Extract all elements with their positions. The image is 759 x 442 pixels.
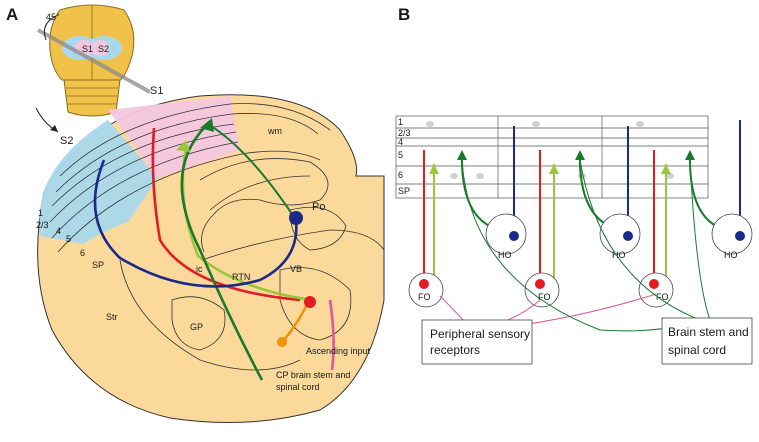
vb-outline xyxy=(279,267,352,341)
box-peripheral-line2: receptors xyxy=(430,343,480,357)
s2-label: S2 xyxy=(60,135,73,147)
brain-top-view-icon xyxy=(37,4,151,117)
panel-a: A 45° S1 S2 xyxy=(6,4,385,423)
angle-label: 45° xyxy=(46,12,60,22)
green-arrow-icon xyxy=(200,118,214,132)
gp-outline xyxy=(171,296,226,351)
s2-region xyxy=(39,120,158,244)
cortical-arrow-icons xyxy=(429,150,695,174)
b-layer-23: 2/3 xyxy=(398,128,411,138)
box-peripheral xyxy=(421,319,533,365)
brain-label-s1: S1 xyxy=(82,44,93,54)
gp-label: GP xyxy=(190,322,203,332)
b-layer-6: 6 xyxy=(398,170,403,180)
panel-b-letter: B xyxy=(398,5,410,24)
fo-cells xyxy=(408,272,674,308)
panel-a-letter: A xyxy=(6,5,18,24)
vb-label: VB xyxy=(290,264,302,274)
cp-label-line1: CP brain stem and xyxy=(276,370,350,380)
ho-label-3: HO xyxy=(724,250,738,260)
ascending-label: Ascending input xyxy=(306,346,371,356)
brain-label-s2: S2 xyxy=(98,44,109,54)
wm-label: wm xyxy=(267,126,282,136)
s1-region xyxy=(108,96,240,178)
afferents xyxy=(439,159,711,332)
box-brainstem-line1: Brain stem and xyxy=(668,325,749,339)
ho-label-2: HO xyxy=(612,250,626,260)
brain-slice xyxy=(37,94,385,423)
b-layer-5: 5 xyxy=(398,150,403,160)
b-layer-4: 4 xyxy=(398,137,403,147)
ho-label-1: HO xyxy=(498,250,512,260)
s1-label: S1 xyxy=(150,85,163,97)
cortex-grid xyxy=(395,115,709,199)
layer-label-5: 5 xyxy=(66,234,71,244)
lime-arrow-icon xyxy=(176,140,190,152)
b-layer-sp: SP xyxy=(398,186,410,196)
fo-label-3: FO xyxy=(656,292,669,302)
layer-label-23: 2/3 xyxy=(36,220,49,230)
ho-cells xyxy=(485,213,753,255)
box-brainstem xyxy=(661,317,753,365)
rtn-label: RTN xyxy=(232,272,250,282)
fo-label-1: FO xyxy=(418,292,431,302)
box-brainstem-line2: spinal cord xyxy=(668,343,726,357)
layer-label-4: 4 xyxy=(56,226,61,236)
rtn-neuron xyxy=(277,337,287,347)
fo-label-2: FO xyxy=(538,292,551,302)
str-label: Str xyxy=(106,312,118,322)
layer-label-6: 6 xyxy=(80,248,85,258)
pathways-a xyxy=(93,123,335,381)
b-layer-1: 1 xyxy=(398,117,403,127)
po-label: Po xyxy=(312,201,325,213)
cp-label-line2: spinal cord xyxy=(276,382,320,392)
panel-b: B 1 2/3 4 5 6 SP xyxy=(395,5,753,365)
vb-neuron xyxy=(304,296,316,308)
arrow-head-icon xyxy=(50,125,58,132)
layer-label-sp: SP xyxy=(92,260,104,270)
grey-somata xyxy=(426,121,674,179)
ic-label: ic xyxy=(196,264,203,274)
po-neuron xyxy=(289,211,303,225)
box-peripheral-line1: Peripheral sensory xyxy=(430,327,530,341)
layer-label-1: 1 xyxy=(38,208,43,218)
